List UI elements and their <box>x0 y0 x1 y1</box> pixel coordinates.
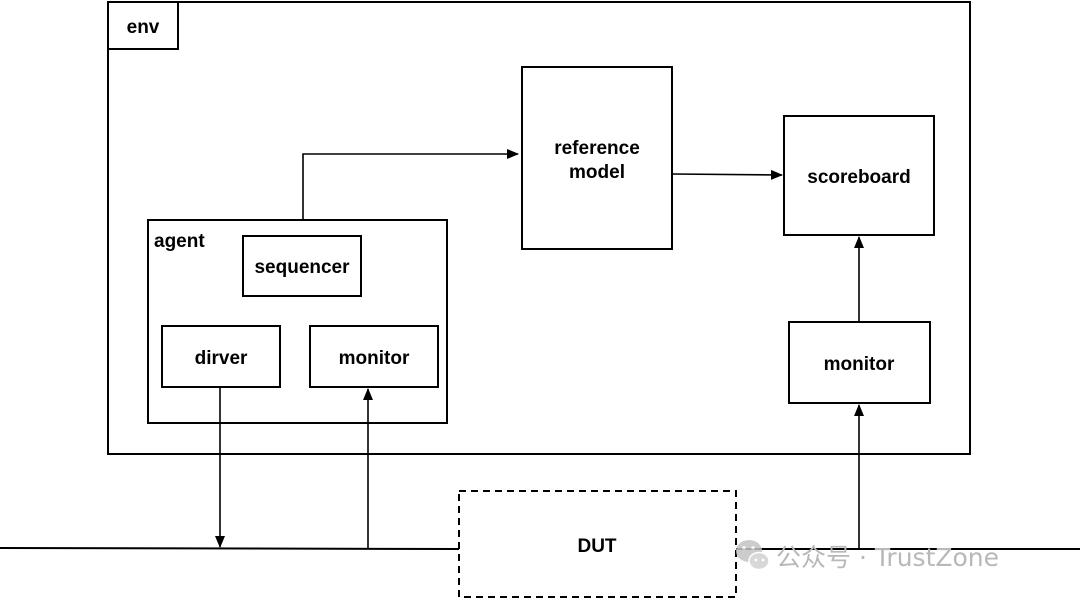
reference-model-label-line1: reference <box>554 138 640 159</box>
dut-label: DUT <box>577 536 616 557</box>
sequencer-block: sequencer <box>242 235 362 297</box>
reference-model-label-line2: model <box>569 162 625 183</box>
watermark: 公众号 · TrustZone <box>736 540 999 572</box>
wechat-icon <box>736 540 770 571</box>
agent-container: agent sequencer dirver monitor <box>147 219 448 424</box>
reference-model-to-scoreboard-arrow <box>671 169 783 180</box>
env-monitor-block: monitor <box>788 321 931 404</box>
scoreboard-block: scoreboard <box>783 115 935 236</box>
driver-label: dirver <box>195 348 248 369</box>
agent-to-reference-model-arrow <box>302 149 519 220</box>
agent-label: agent <box>154 231 205 252</box>
agent-monitor-label: monitor <box>339 348 410 369</box>
dut-block: DUT <box>458 490 737 598</box>
env-container: env <box>107 1 971 455</box>
env-label: env <box>127 17 160 38</box>
env-label-box <box>107 1 179 50</box>
agent-monitor-block: monitor <box>309 325 439 388</box>
reference-model-block: reference model <box>521 66 673 250</box>
env-monitor-label: monitor <box>824 354 895 375</box>
sequencer-label: sequencer <box>254 257 350 278</box>
driver-block: dirver <box>161 325 281 388</box>
scoreboard-label: scoreboard <box>807 167 910 188</box>
bus-line-left <box>0 547 460 550</box>
watermark-text: 公众号 · TrustZone <box>776 543 999 572</box>
